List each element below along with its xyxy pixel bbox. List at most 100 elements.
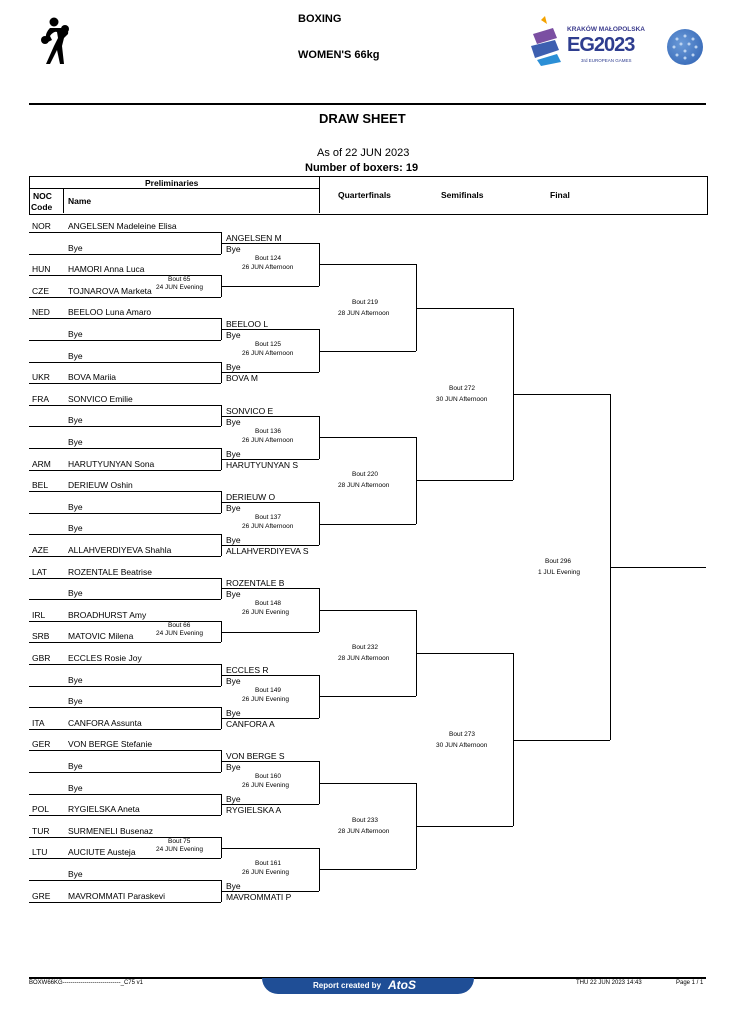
qf-winner-line	[416, 307, 513, 309]
r16-bye: Bye	[226, 675, 241, 686]
r16-bout-time: 26 JUN Afternoon	[242, 436, 294, 444]
prelim-bout-time: 24 JUN Evening	[156, 629, 203, 637]
r16-bout-time: 26 JUN Afternoon	[242, 263, 294, 271]
r16-bout-time: 26 JUN Afternoon	[242, 523, 294, 530]
r16-bye-lower: Bye	[226, 535, 241, 546]
entry-name: RYGIELSKA Aneta	[68, 804, 140, 815]
r16-lower-name: BOVA M	[226, 373, 258, 384]
prelim-winner-line	[221, 804, 319, 806]
entry-underline	[29, 361, 221, 363]
logo-sub: 3rd EUROPEAN GAMES	[581, 58, 632, 63]
entry-underline	[29, 232, 221, 233]
entry-name: HAMORI Anna Luca	[68, 264, 145, 275]
entry-name: Bye	[68, 437, 83, 447]
entry-underline	[29, 815, 221, 817]
qf-bout-number: Bout 232	[352, 644, 379, 652]
entry-underline	[29, 426, 221, 428]
entry-name: BOVA Mariia	[68, 372, 117, 383]
entry-name: SONVICO Emilie	[68, 393, 133, 404]
entry-underline	[29, 318, 221, 320]
entry-name: BEELOO Luna Amaro	[68, 307, 152, 318]
report-banner	[262, 978, 474, 994]
entry-underline	[29, 772, 221, 773]
r16-winner-line	[319, 350, 416, 352]
footer-page: Page 1 / 1	[676, 980, 704, 986]
footer-report-code: BOXW66KG-----------------------------_C7…	[29, 980, 143, 986]
r16-bout-time: 26 JUN Evening	[242, 695, 289, 703]
qf-winner-line	[416, 826, 513, 827]
prelim-connector	[221, 491, 222, 513]
globe-icon	[667, 29, 703, 65]
qf-bout-time: 28 JUN Afternoon	[338, 828, 390, 835]
noc-header: NOC	[33, 191, 52, 201]
entry-noc: BEL	[32, 480, 49, 491]
entry-noc: NOR	[32, 221, 51, 231]
entry-underline	[29, 253, 221, 255]
prelim-winner-line	[221, 242, 319, 244]
r16-top-name: SONVICO E	[226, 405, 274, 416]
entry-name: VON BERGE Stefanie	[68, 739, 153, 750]
header-divider	[29, 103, 706, 105]
r16-bye: Bye	[226, 762, 241, 773]
entry-underline	[29, 620, 221, 622]
entry-name: BROADHURST Amy	[68, 609, 147, 620]
entry-name: CANFORA Assunta	[68, 717, 142, 728]
r16-bye-lower: Bye	[226, 448, 241, 459]
sf-winner-line	[513, 394, 610, 395]
qf-bout-number: Bout 233	[352, 817, 379, 824]
entry-name: Bye	[68, 329, 83, 339]
sf-bout-number: Bout 272	[449, 385, 476, 392]
prelim-winner-line	[221, 847, 319, 849]
entry-underline	[29, 577, 221, 579]
qf-winner-line	[416, 653, 513, 655]
entry-name: Bye	[68, 696, 83, 707]
entry-noc: NED	[32, 307, 50, 318]
atos-logo: AtoS	[388, 978, 416, 992]
r16-top-name: ANGELSEN M	[226, 232, 282, 243]
entry-underline	[29, 642, 221, 644]
number-of-boxers: Number of boxers: 19	[305, 162, 419, 174]
entry-name: Bye	[68, 415, 83, 426]
entry-underline	[29, 556, 221, 557]
prelim-bout-number: Bout 75	[168, 837, 191, 845]
entry-underline	[29, 836, 221, 838]
r16-bout-time: 26 JUN Evening	[242, 868, 289, 876]
entry-underline	[29, 599, 221, 601]
draw-sheet-title: DRAW SHEET	[319, 111, 406, 126]
prelim-winner-line	[221, 631, 319, 633]
r16-lower-name: HARUTYUNYAN S	[226, 459, 299, 470]
entry-name: Bye	[68, 588, 83, 599]
r16-lower-name: CANFORA A	[226, 719, 275, 729]
r16-bout-time: 26 JUN Afternoon	[242, 350, 294, 358]
prelim-column-divider	[319, 176, 320, 213]
r16-bye-lower: Bye	[226, 794, 241, 805]
prelim-winner-line	[221, 372, 319, 374]
qf-connector	[416, 437, 417, 524]
preliminaries-header: Preliminaries	[145, 178, 199, 188]
r16-connector	[319, 329, 320, 373]
prelim-bout-time: 24 JUN Evening	[156, 845, 203, 853]
entry-noc: GRE	[32, 890, 51, 901]
name-header: Name	[68, 196, 92, 206]
entry-name: TOJNAROVA Marketa	[68, 285, 152, 296]
entry-underline	[29, 685, 221, 687]
prelim-winner-line	[221, 718, 319, 719]
entry-underline	[29, 448, 221, 449]
entry-name: Bye	[68, 501, 83, 512]
r16-bye: Bye	[226, 330, 241, 341]
sf-bout-time: 30 JUN Afternoon	[436, 396, 488, 403]
entry-noc: LTU	[32, 847, 48, 858]
final-bout-time: 1 JUL Evening	[538, 568, 581, 576]
prelim-winner-line	[221, 329, 319, 331]
r16-bout-time: 26 JUN Evening	[242, 782, 289, 790]
r16-top-name: ECCLES R	[226, 664, 269, 675]
entry-name: Bye	[68, 782, 83, 793]
entry-name: MAVROMMATI Paraskevi	[68, 890, 165, 901]
entry-underline	[29, 880, 221, 881]
prelim-winner-line	[221, 415, 319, 417]
r16-winner-line	[319, 610, 416, 611]
r16-top-name: VON BERGE S	[226, 751, 285, 762]
footer-date: THU 22 JUN 2023 14:43	[576, 980, 642, 986]
prelim-winner-line	[221, 890, 319, 892]
prelim-winner-line	[221, 761, 319, 763]
